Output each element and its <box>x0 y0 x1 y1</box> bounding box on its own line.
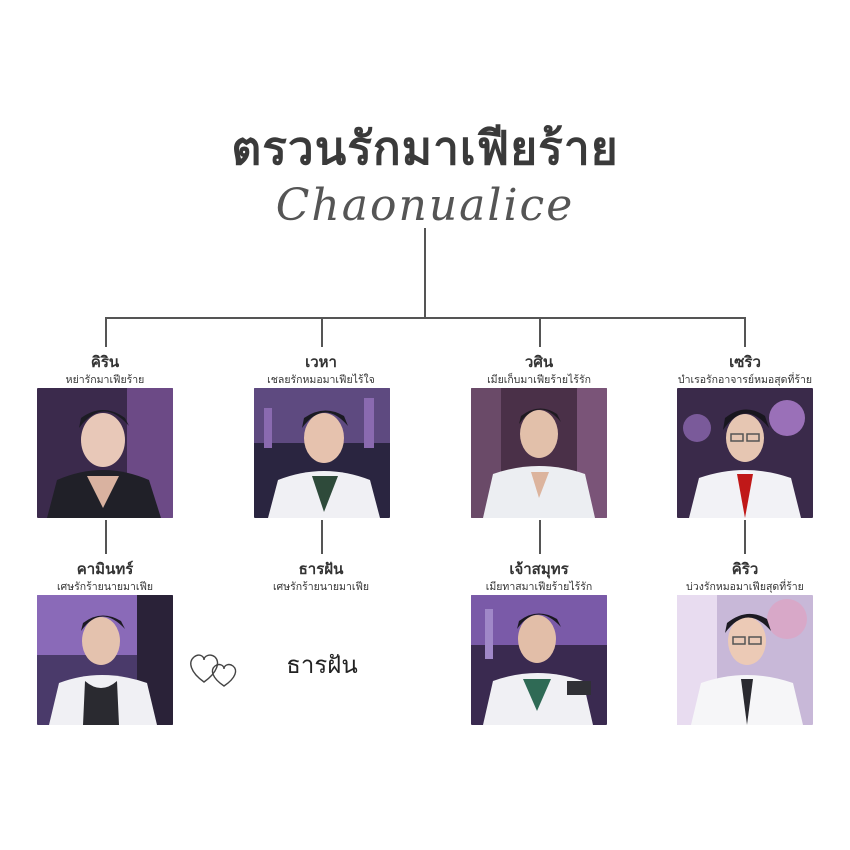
character-portrait <box>254 388 390 518</box>
drop-line-3 <box>539 317 541 347</box>
hearts-icon <box>186 648 242 690</box>
book-title: เมียเก็บมาเฟียร้ายไร้รัก <box>487 374 591 386</box>
child-connector-1 <box>105 520 107 554</box>
branch-line <box>105 317 746 319</box>
pairing-name: ธารฝัน <box>286 651 358 679</box>
drop-line-4 <box>744 317 746 347</box>
character-name: เวหา <box>305 353 337 371</box>
child-connector-2 <box>321 520 323 554</box>
book-title: บ่วงรักหมอมาเฟียสุดที่ร้าย <box>686 581 804 593</box>
book-title: เศษรักร้ายนายมาเฟีย <box>272 581 370 593</box>
book-title: หย่ารักมาเฟียร้าย <box>65 374 145 386</box>
book-title: เศษรักร้ายนายมาเฟีย <box>56 581 154 593</box>
character-name: คามินทร์ <box>76 560 134 578</box>
book-title: เชลยรักหมอมาเฟียไร้ใจ <box>267 374 375 386</box>
character-name: คิริน <box>90 353 120 371</box>
child-connector-3 <box>539 520 541 554</box>
character-portrait <box>37 595 173 725</box>
character-name: คิริว <box>731 560 759 578</box>
character-name: วศิน <box>524 353 554 371</box>
book-title: เมียทาสมาเฟียร้ายไร้รัก <box>485 581 593 593</box>
character-name: เซริว <box>729 353 761 371</box>
character-portrait <box>471 388 607 518</box>
series-title: ตรวนรักมาเฟียร้าย <box>231 121 619 175</box>
character-portrait <box>471 595 607 725</box>
character-portrait <box>37 388 173 518</box>
character-name: ธารฝัน <box>298 560 344 578</box>
trunk-line <box>424 228 426 318</box>
book-title: บำเรอรักอาจารย์หมอสุดที่ร้าย <box>677 374 813 386</box>
character-portrait <box>677 388 813 518</box>
character-portrait <box>677 595 813 725</box>
child-connector-4 <box>744 520 746 554</box>
character-name: เจ้าสมุทร <box>509 560 569 578</box>
drop-line-2 <box>321 317 323 347</box>
drop-line-1 <box>105 317 107 347</box>
author-signature: Chaonualice <box>275 180 575 231</box>
